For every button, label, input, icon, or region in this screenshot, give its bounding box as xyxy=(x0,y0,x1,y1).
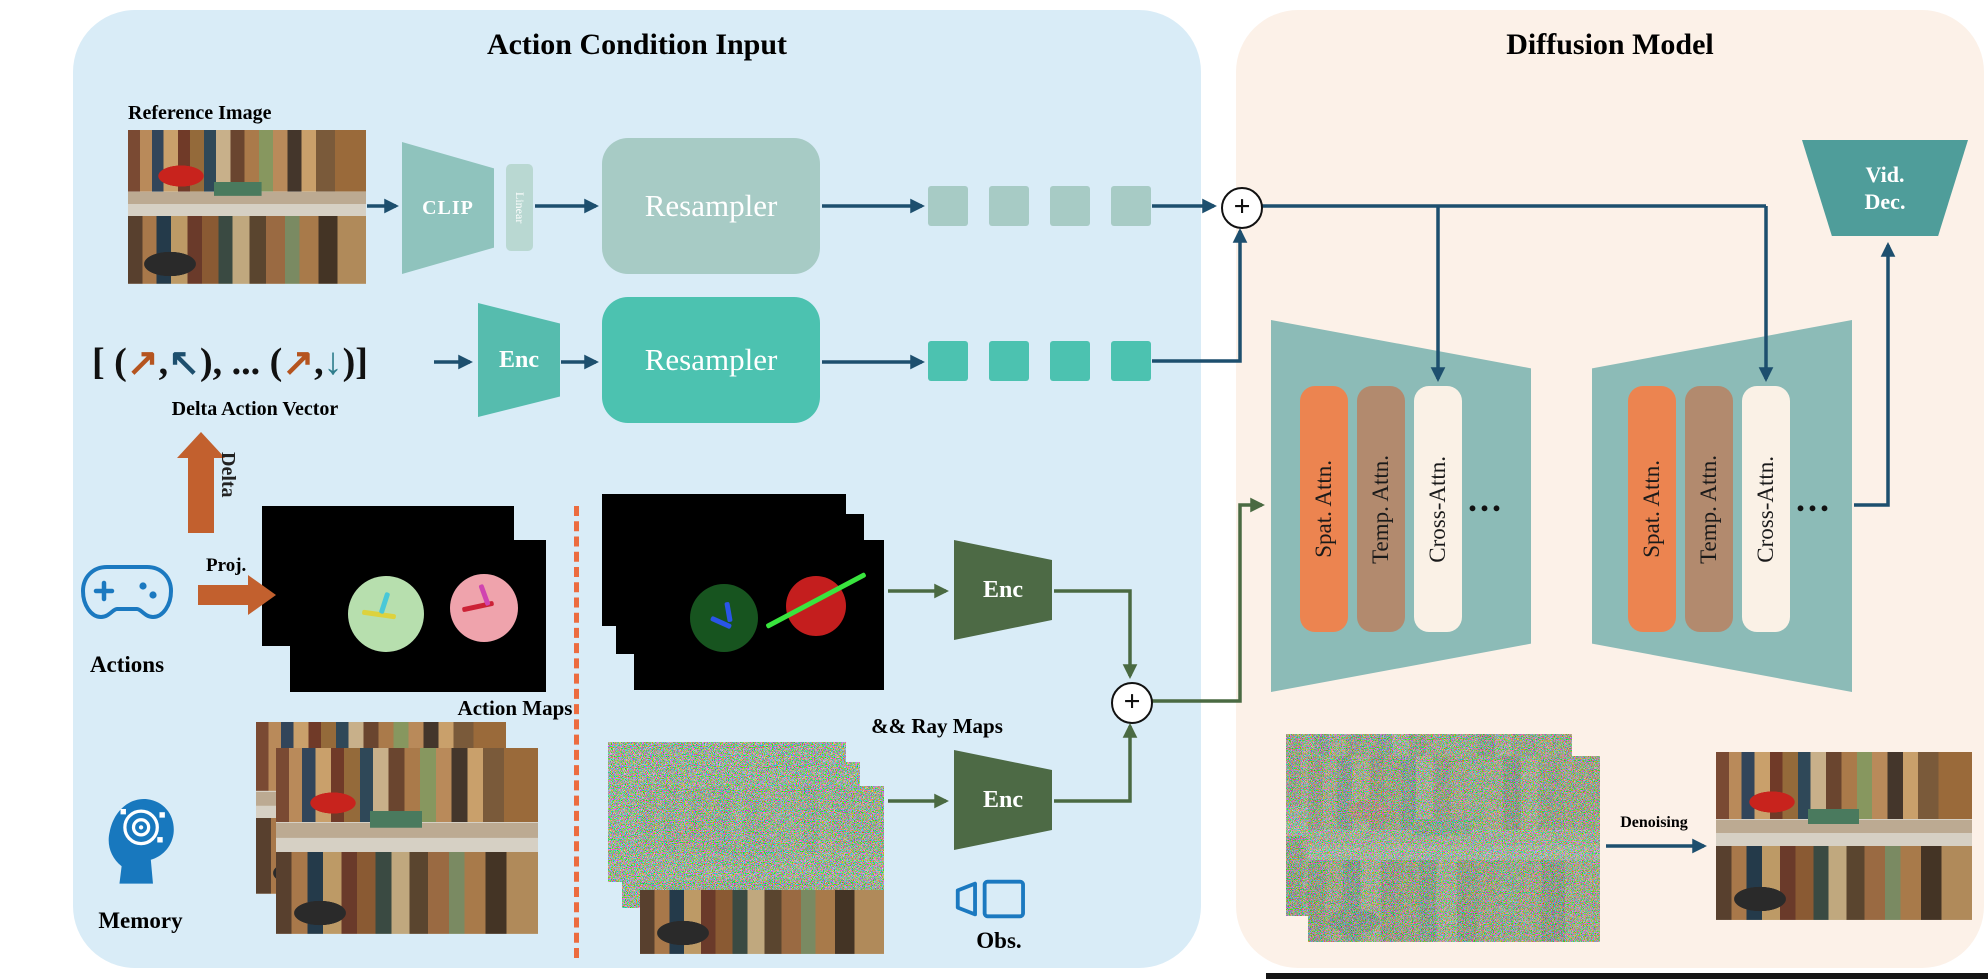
gamepad-icon xyxy=(80,565,174,620)
noisy-obs-frame-front xyxy=(640,786,884,954)
noise-overlay xyxy=(640,786,884,891)
bracket-open: [ ( xyxy=(92,341,127,383)
linear-projection-block: Linear xyxy=(506,164,533,251)
memory-label: Memory xyxy=(98,908,183,933)
resampler-image-label: Resampler xyxy=(644,188,778,223)
video-decoder-block: Vid. Dec. xyxy=(1802,140,1968,236)
noise-overlay xyxy=(1308,756,1600,942)
ellipsis-1: ... xyxy=(1468,479,1504,519)
vid-dec-line1: Vid. xyxy=(1865,161,1905,187)
temporal-attention-label: Temp. Attn. xyxy=(1696,454,1721,564)
spatial-attention-2: Spat. Attn. xyxy=(1628,386,1676,632)
left-panel-title: Action Condition Input xyxy=(486,28,788,61)
cross-attention-2: Cross-Attn. xyxy=(1742,386,1790,632)
proj-label: Proj. xyxy=(206,555,247,576)
image-token-square xyxy=(1050,186,1090,226)
up-right-arrow-icon: ↗ xyxy=(126,341,159,384)
comma: , xyxy=(314,341,324,383)
actions-label: Actions xyxy=(89,652,165,677)
denoised-output-frame xyxy=(1716,752,1972,920)
delta-action-vector-label: Delta Action Vector xyxy=(171,398,339,420)
ray-map-frame-front xyxy=(634,540,884,690)
action-token-square xyxy=(1111,341,1151,381)
down-arrow-icon: ↓ xyxy=(323,341,343,383)
spatial-attention-label: Spat. Attn. xyxy=(1311,460,1336,558)
memory-frame-front xyxy=(276,748,538,934)
enc-maps-label: Enc xyxy=(982,576,1023,603)
temporal-attention-2: Temp. Attn. xyxy=(1685,386,1733,632)
comma: , xyxy=(158,341,169,383)
bracket-close: )] xyxy=(342,341,368,383)
reference-image-label: Reference Image xyxy=(128,102,272,124)
resampler-action-label: Resampler xyxy=(644,342,778,377)
dashed-divider xyxy=(574,506,579,958)
cross-attention-1: Cross-Attn. xyxy=(1414,386,1462,632)
delta-action-vector-expression: [ ( ↗ , ↖ ), ... ( ↗ , ↓ )] xyxy=(92,336,368,388)
image-token-square xyxy=(1111,186,1151,226)
reference-image xyxy=(128,130,366,284)
up-right-arrow-icon: ↗ xyxy=(282,341,315,384)
enc-action-label: Enc xyxy=(498,346,539,373)
resampler-action-block: Resampler xyxy=(602,297,820,423)
vid-dec-line2: Dec. xyxy=(1864,189,1906,214)
action-maps-label: Action Maps xyxy=(457,696,573,720)
action-token-square xyxy=(1050,341,1090,381)
clip-label: CLIP xyxy=(422,196,474,219)
spatial-attention-1: Spat. Attn. xyxy=(1300,386,1348,632)
cross-attention-label: Cross-Attn. xyxy=(1753,455,1778,563)
action-token-square xyxy=(989,341,1029,381)
ray-maps-label: && Ray Maps xyxy=(871,714,1003,738)
ellipsis-2: ... xyxy=(1796,479,1832,519)
enc-obs-block: Enc xyxy=(954,750,1052,850)
image-token-square xyxy=(989,186,1029,226)
memory-head-icon xyxy=(108,799,174,884)
spatial-attention-label: Spat. Attn. xyxy=(1639,460,1664,558)
proj-arrow-shaft xyxy=(198,585,248,605)
right-panel-title: Diffusion Model xyxy=(1506,28,1714,61)
temporal-attention-1: Temp. Attn. xyxy=(1357,386,1405,632)
camera-obs-icon xyxy=(955,879,1025,919)
clip-encoder-block: CLIP xyxy=(402,142,494,274)
delta-arrow-head xyxy=(177,432,225,458)
page-rule xyxy=(1266,973,1988,979)
action-token-square xyxy=(928,341,968,381)
delta-arrow-shaft xyxy=(188,457,214,533)
denoising-label: Denoising xyxy=(1620,814,1688,831)
image-token-square xyxy=(928,186,968,226)
enc-maps-block: Enc xyxy=(954,540,1052,640)
noisy-latent-frame-front xyxy=(1308,756,1600,942)
temporal-attention-label: Temp. Attn. xyxy=(1368,454,1393,564)
plus-icon: + xyxy=(1233,189,1251,223)
linear-label: Linear xyxy=(513,191,527,224)
enc-obs-label: Enc xyxy=(982,786,1023,813)
ray-disc-green xyxy=(690,584,758,652)
plus-icon: + xyxy=(1123,684,1141,718)
up-left-arrow-icon: ↖ xyxy=(168,341,200,384)
add-node-bottom: + xyxy=(1111,682,1153,724)
enc-action-block: Enc xyxy=(478,303,560,417)
proj-arrow-head xyxy=(248,575,276,615)
ellipsis-segment: ), ... ( xyxy=(200,341,283,383)
delta-arrow-label: Delta xyxy=(217,452,239,498)
gripper-pose-disc-pink xyxy=(450,574,518,642)
obs-label: Obs. xyxy=(976,928,1022,953)
cross-attention-label: Cross-Attn. xyxy=(1425,455,1450,563)
add-node-top: + xyxy=(1221,187,1263,229)
action-map-frame-front xyxy=(290,540,546,692)
resampler-image-block: Resampler xyxy=(602,138,820,274)
